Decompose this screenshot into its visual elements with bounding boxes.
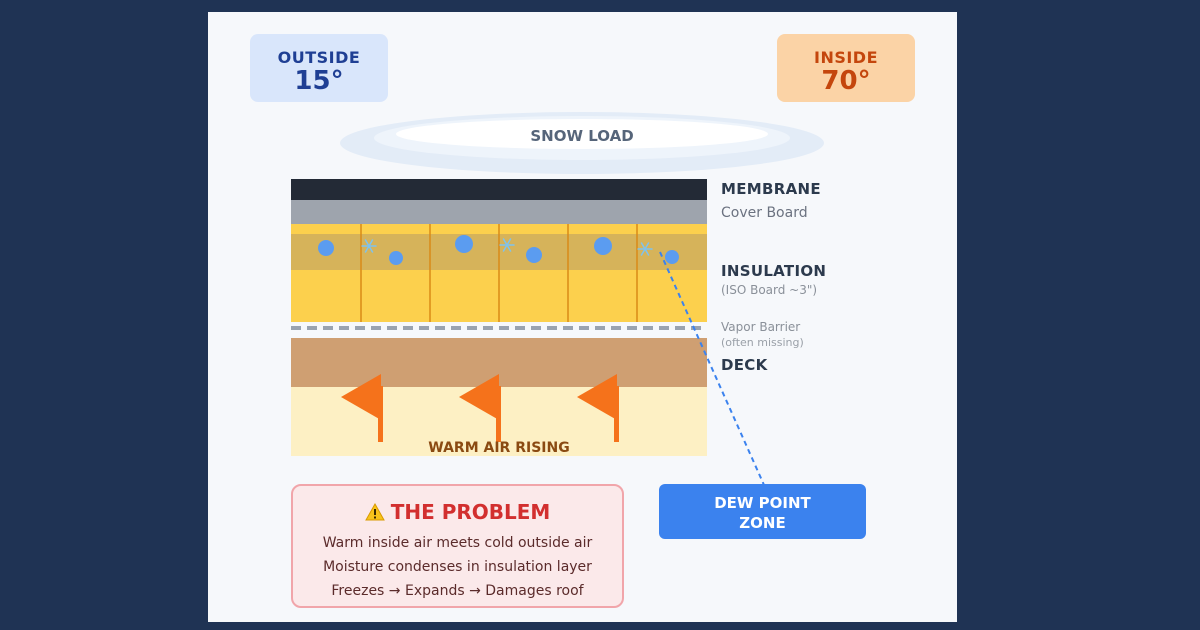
vapor-barrier-label: Vapor Barrier [721, 320, 801, 334]
snowflake-icon [361, 239, 377, 253]
problem-callout: THE PROBLEM Warm inside air meets cold o… [291, 484, 624, 608]
problem-line: Moisture condenses in insulation layer [323, 559, 592, 575]
snow-ellipse-inner [396, 119, 768, 149]
membrane-label: MEMBRANE [721, 180, 821, 198]
water-drop-icon [594, 237, 612, 255]
snow-load: SNOW LOAD [340, 112, 824, 174]
problem-line: Freezes → Expands → Damages roof [331, 583, 584, 599]
dew-point-leader-line [659, 251, 765, 486]
snowflake-icon [637, 242, 653, 256]
warm-air-label: WARM AIR RISING [428, 440, 569, 456]
cover-board-label: Cover Board [721, 205, 808, 221]
snowflake-icon [499, 238, 515, 252]
insulation-label: INSULATION [721, 262, 827, 280]
insulation-board-joints [360, 224, 638, 322]
frost-crystals [361, 238, 653, 256]
inside-temperature: 70° [821, 66, 871, 96]
dew-point-zone-callout: DEW POINT ZONE [659, 484, 866, 539]
problem-title-row: THE PROBLEM [293, 500, 622, 524]
problem-line: Warm inside air meets cold outside air [322, 535, 593, 551]
warning-icon [364, 503, 385, 521]
inside-temperature-card: INSIDE 70° [777, 34, 915, 102]
water-drop-icon [318, 240, 334, 256]
water-drop-icon [455, 235, 473, 253]
water-drop-icon [389, 251, 403, 265]
warm-air-arrow-icon [459, 374, 501, 442]
outside-temperature: 15° [294, 66, 344, 96]
deck-label: DECK [721, 356, 768, 374]
dew-point-line1: DEW POINT [714, 494, 811, 512]
dew-point-line2: ZONE [739, 514, 786, 532]
inside-label: INSIDE [813, 48, 879, 67]
cover-board-layer [291, 200, 707, 224]
insulation-sublabel: (ISO Board ~3") [721, 283, 818, 297]
water-drop-icon [526, 247, 542, 263]
moisture-drops [318, 235, 679, 265]
warm-air-arrows [341, 374, 619, 442]
outside-label: OUTSIDE [277, 48, 361, 67]
outside-temperature-card: OUTSIDE 15° [250, 34, 388, 102]
panel-top-bar [208, 0, 957, 12]
water-drop-icon [665, 250, 679, 264]
snow-load-label: SNOW LOAD [530, 127, 633, 145]
vapor-barrier-sublabel: (often missing) [721, 336, 804, 349]
problem-title: THE PROBLEM [390, 500, 551, 524]
warm-air-arrow-icon [341, 374, 383, 442]
warm-air-arrow-icon [577, 374, 619, 442]
membrane-layer [291, 179, 707, 200]
